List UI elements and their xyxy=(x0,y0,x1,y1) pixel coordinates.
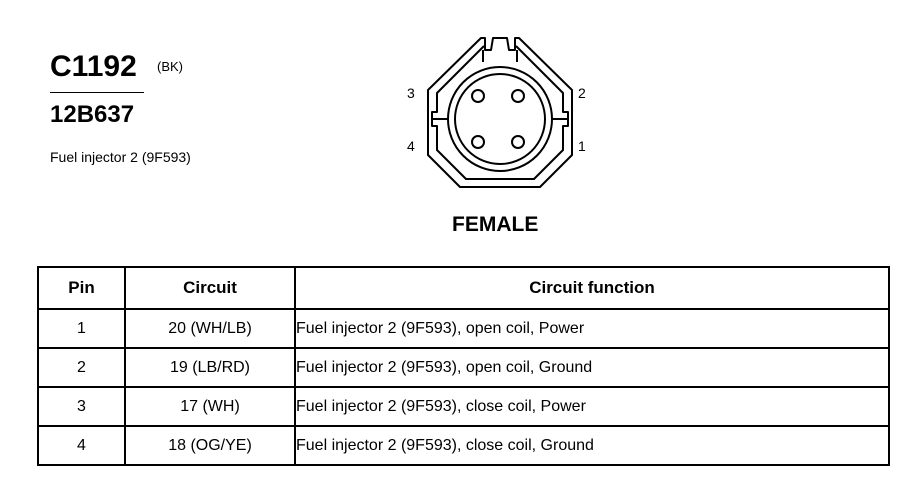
table-row: 3 17 (WH) Fuel injector 2 (9F593), close… xyxy=(37,386,890,427)
cell-pin: 2 xyxy=(37,347,126,388)
pin-insert-inner xyxy=(454,73,546,165)
connector-face-diagram xyxy=(427,37,573,188)
cell-pin: 1 xyxy=(37,308,126,349)
pin-label-1: 1 xyxy=(578,138,586,154)
connector-gender-label: FEMALE xyxy=(452,213,539,236)
cell-pin: 3 xyxy=(37,386,126,427)
connector-description: Fuel injector 2 (9F593) xyxy=(50,149,191,165)
connector-id: C1192 xyxy=(50,50,137,83)
connector-color-code: (BK) xyxy=(157,59,183,74)
cell-circuit: 18 (OG/YE) xyxy=(124,425,296,466)
pin-cavity-2 xyxy=(511,89,525,103)
cell-circuit-function: Fuel injector 2 (9F593), open coil, Powe… xyxy=(294,308,890,349)
cell-circuit: 20 (WH/LB) xyxy=(124,308,296,349)
connector-inner-outline xyxy=(431,45,569,180)
cell-circuit-function: Fuel injector 2 (9F593), close coil, Pow… xyxy=(294,386,890,427)
header-circuit: Circuit xyxy=(124,266,296,310)
table-row: 4 18 (OG/YE) Fuel injector 2 (9F593), cl… xyxy=(37,425,890,466)
cell-circuit: 17 (WH) xyxy=(124,386,296,427)
cell-circuit-function: Fuel injector 2 (9F593), open coil, Grou… xyxy=(294,347,890,388)
pin-insert-outer xyxy=(447,66,553,172)
cell-circuit: 19 (LB/RD) xyxy=(124,347,296,388)
pin-cavity-3 xyxy=(471,89,485,103)
part-number: 12B637 xyxy=(50,101,135,128)
header-pin: Pin xyxy=(37,266,126,310)
cell-pin: 4 xyxy=(37,425,126,466)
title-divider xyxy=(50,92,144,93)
table-row: 1 20 (WH/LB) Fuel injector 2 (9F593), op… xyxy=(37,308,890,349)
pin-cavity-4 xyxy=(471,135,485,149)
table-header-row: Pin Circuit Circuit function xyxy=(37,266,890,310)
pin-cavity-1 xyxy=(511,135,525,149)
table-row: 2 19 (LB/RD) Fuel injector 2 (9F593), op… xyxy=(37,347,890,388)
connector-housing-outline xyxy=(427,37,573,188)
cell-circuit-function: Fuel injector 2 (9F593), close coil, Gro… xyxy=(294,425,890,466)
pinout-table: Pin Circuit Circuit function 1 20 (WH/LB… xyxy=(37,266,890,466)
pin-label-3: 3 xyxy=(407,85,415,101)
pin-label-2: 2 xyxy=(578,85,586,101)
header-circuit-function: Circuit function xyxy=(294,266,890,310)
pin-label-4: 4 xyxy=(407,138,415,154)
